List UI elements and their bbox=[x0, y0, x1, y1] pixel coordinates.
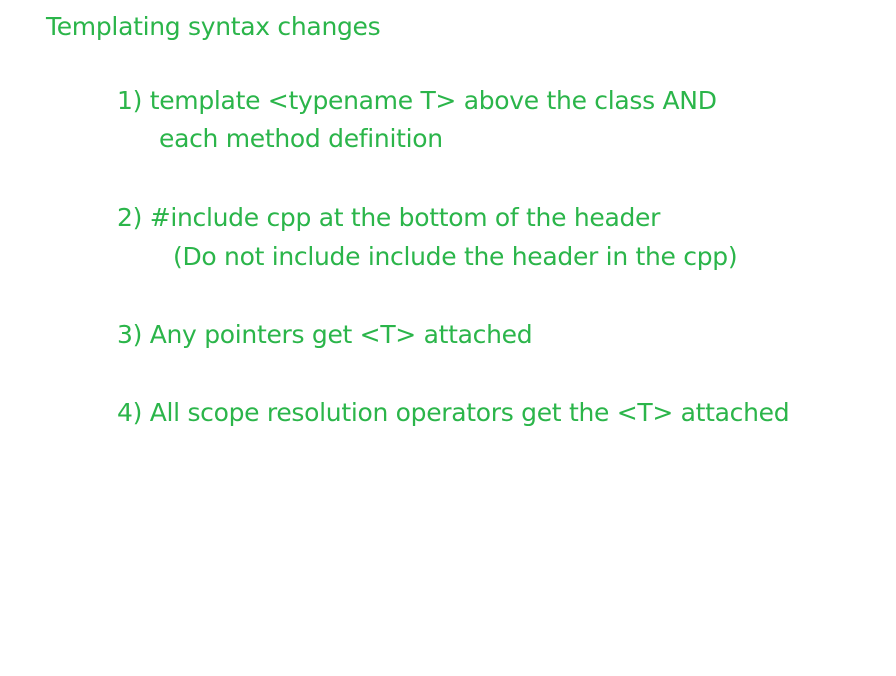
list-item-2-line-2: (Do not include include the header in th… bbox=[173, 242, 738, 271]
note-title: Templating syntax changes bbox=[46, 12, 381, 41]
list-item-3: 3) Any pointers get <T> attached bbox=[117, 320, 533, 349]
list-item-1-line-1: 1) template <typename T> above the class… bbox=[117, 86, 717, 115]
list-item-4: 4) All scope resolution operators get th… bbox=[117, 398, 790, 427]
list-item-1-line-2: each method definition bbox=[159, 124, 443, 153]
list-item-2-line-1: 2) #include cpp at the bottom of the hea… bbox=[117, 203, 661, 232]
